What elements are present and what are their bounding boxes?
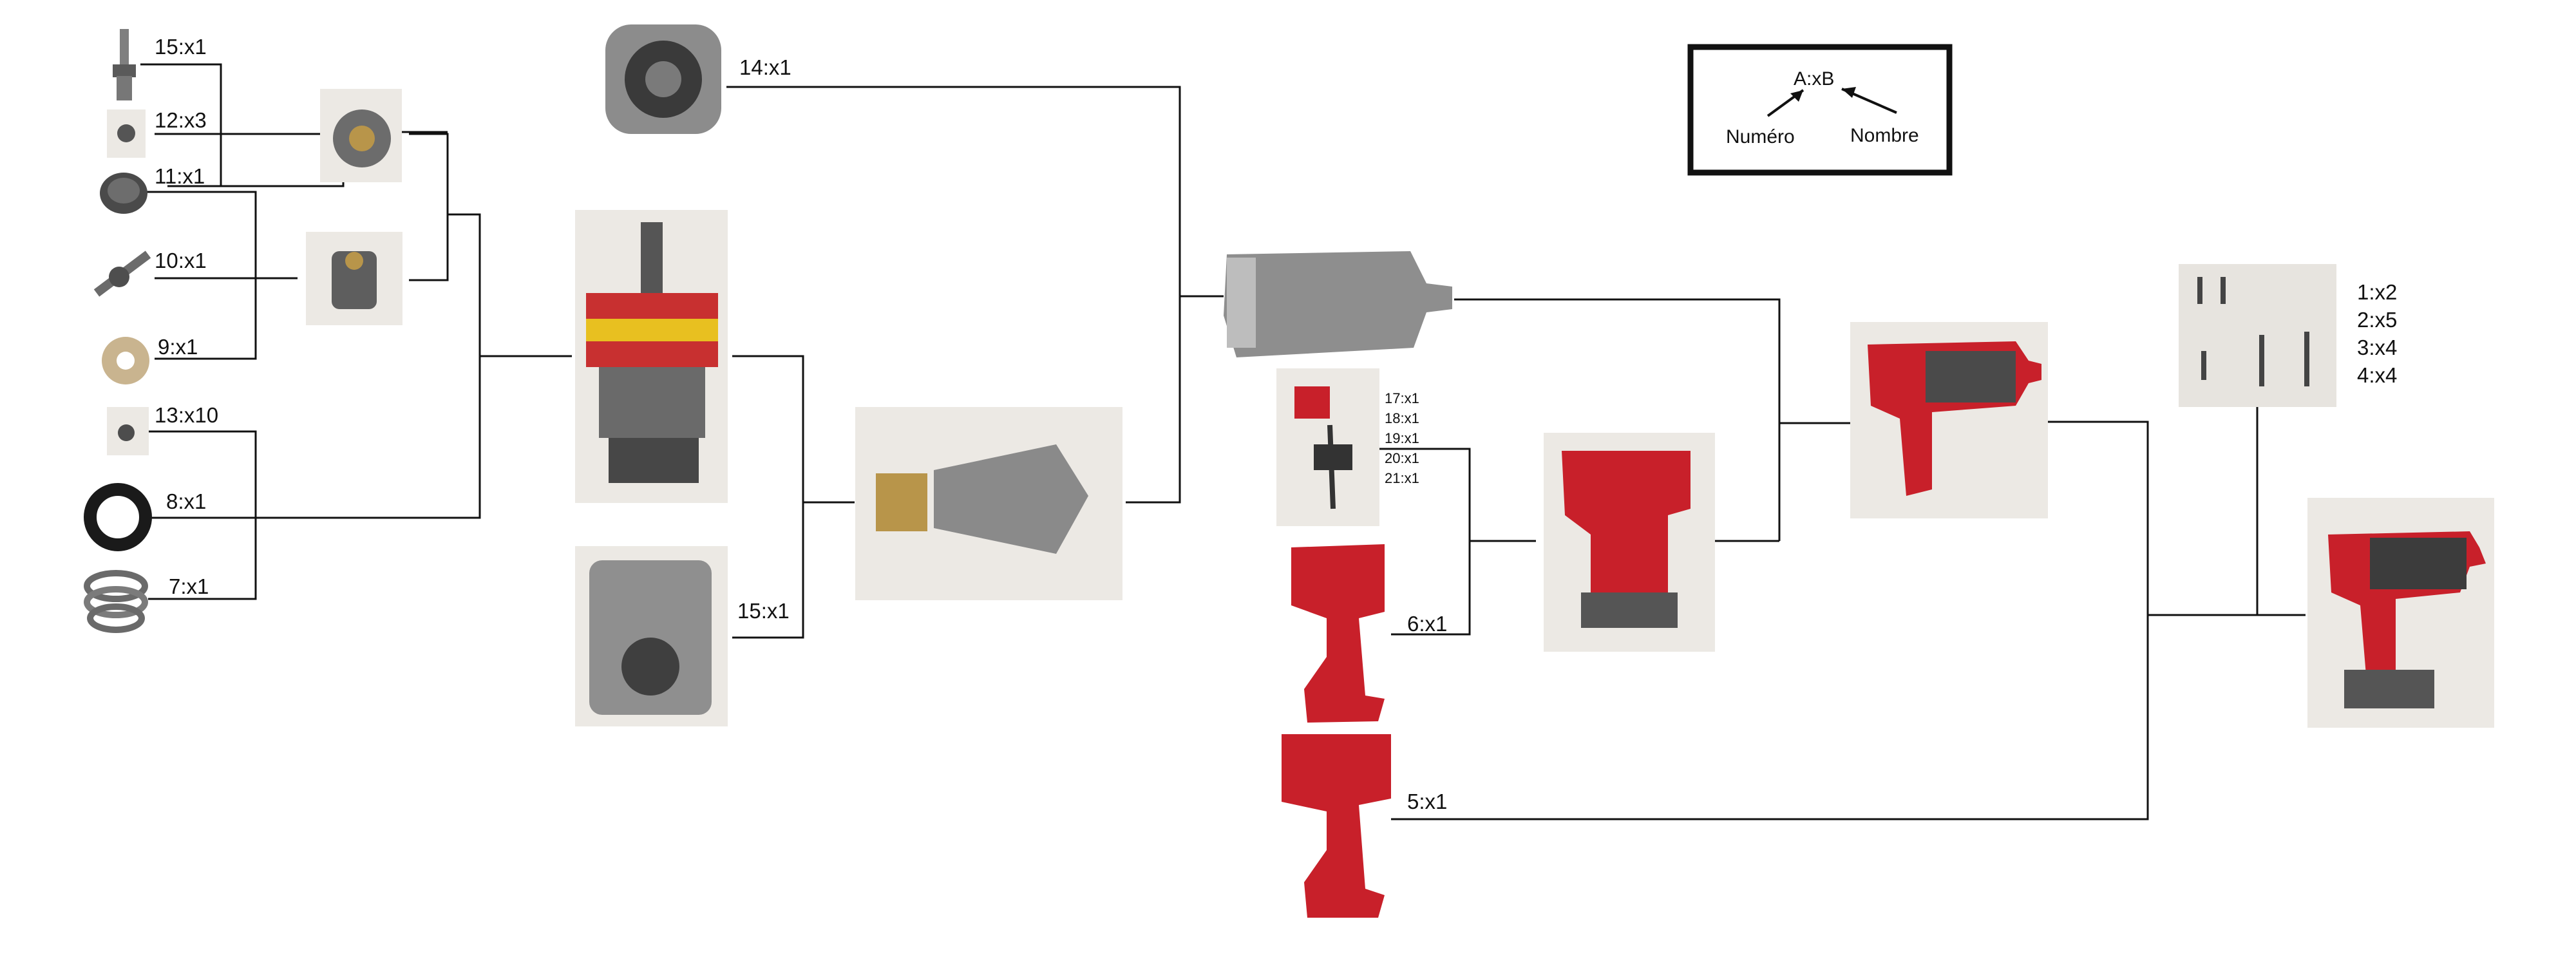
label-part-10: 10:x1 [155,249,207,272]
label-part-19: 19:x1 [1385,430,1419,446]
subassembly-carrier-bottom-image [306,232,402,325]
part-7-spring-image [84,570,148,633]
part-8-ring-image [84,483,152,551]
housing-6-image [1291,544,1385,723]
label-part-3: 3:x4 [2357,336,2397,359]
legend-left-label: Numéro [1726,126,1795,147]
label-part-13: 13:x10 [155,403,218,427]
label-part-2: 2:x5 [2357,308,2397,332]
label-part-9: 9:x1 [158,335,198,359]
tool-assembly-image [1850,322,2048,518]
subassembly-carrier-top-image [320,89,402,182]
gearbox-assembly-image [855,407,1122,600]
label-part-6: 6:x1 [1407,612,1447,636]
screws-labels: 1:x2 2:x5 3:x4 4:x4 [2357,280,2397,387]
legend-box: A:xB Numéro Nombre [1687,44,1953,176]
legend-formula: A:xB [1794,68,1834,90]
label-part-17: 17:x1 [1385,390,1419,406]
housing-15-image [575,546,728,726]
label-part-15-housing: 15:x1 [737,599,790,623]
label-part-15: 15:x1 [155,35,207,59]
label-part-21: 21:x1 [1385,470,1419,486]
electronics-subassembly-image [1276,368,1379,526]
final-impact-wrench-image [2307,498,2494,728]
label-part-5: 5:x1 [1407,790,1447,813]
part-15-shaft-image [113,29,136,100]
part-11-image [100,173,147,214]
label-part-8: 8:x1 [166,489,206,513]
label-part-12: 12:x3 [155,108,207,132]
label-part-1: 1:x2 [2357,280,2397,304]
housing-5-image [1282,734,1391,918]
part-9-washer-image [102,337,149,384]
part-10-image [93,251,151,297]
part-12-image [107,109,146,158]
part-14-ring-gear-image [605,24,721,134]
part-13-image [107,407,149,455]
front-assembly-image [1224,251,1452,357]
label-part-11: 11:x1 [155,164,205,188]
label-part-14: 14:x1 [739,55,791,79]
shaft-assembly-image [575,210,728,503]
half-tool-image [1544,433,1715,652]
label-part-4: 4:x4 [2357,363,2397,387]
label-part-18: 18:x1 [1385,410,1419,426]
screws-image [2179,264,2336,407]
legend-right-label: Nombre [1850,125,1919,146]
electronics-labels: 17:x1 18:x1 19:x1 20:x1 21:x1 [1385,390,1419,486]
label-part-20: 20:x1 [1385,450,1419,466]
label-part-7: 7:x1 [169,574,209,598]
connector-lines [140,63,2306,820]
